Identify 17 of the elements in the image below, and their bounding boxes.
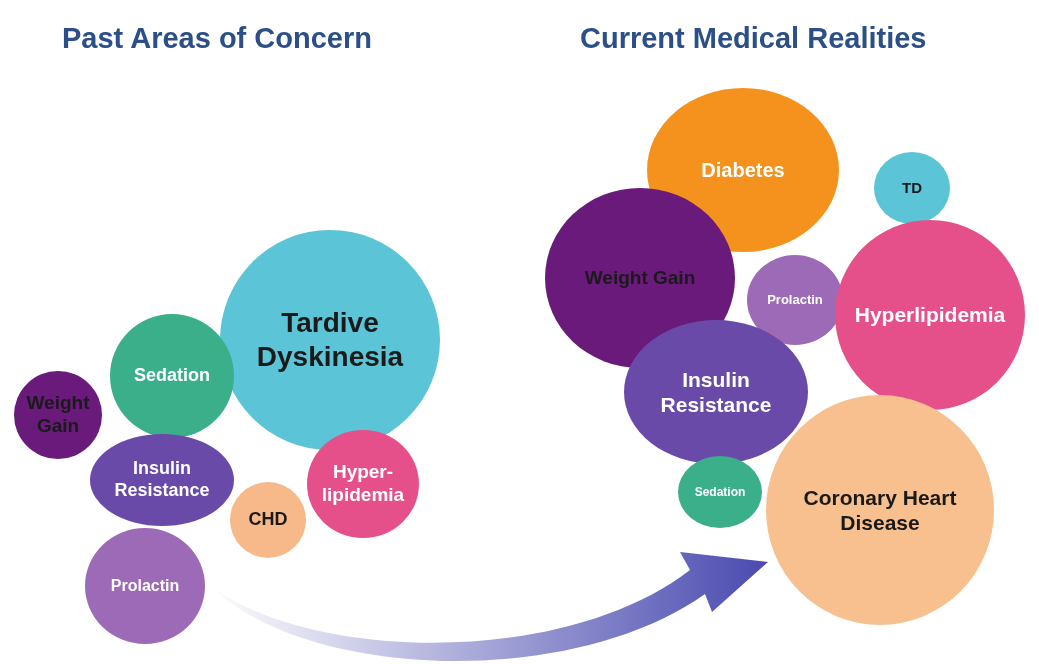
node-label: Sedation bbox=[694, 484, 746, 500]
node-label: Sedation bbox=[134, 365, 210, 387]
node-label: Hyper-lipidemia bbox=[320, 461, 406, 507]
heading: Current Medical Realities bbox=[580, 22, 927, 55]
node-label: Tardive Dyskinesia bbox=[255, 306, 405, 374]
node-label: Prolactin bbox=[110, 576, 180, 596]
node-label: Insulin Resistance bbox=[659, 366, 773, 418]
node-label: CHD bbox=[248, 509, 288, 531]
node-label: Hyperlipidemia bbox=[854, 302, 1006, 328]
node-label: Weight Gain bbox=[25, 392, 91, 438]
node-label: Prolactin bbox=[767, 292, 823, 308]
node-label: Insulin Resistance bbox=[113, 458, 211, 502]
heading: Past Areas of Concern bbox=[62, 22, 372, 55]
node-label: Coronary Heart Disease bbox=[802, 484, 958, 536]
node-label: TD bbox=[902, 179, 922, 197]
node-label: Weight Gain bbox=[584, 266, 696, 290]
node-label: Diabetes bbox=[701, 158, 785, 182]
